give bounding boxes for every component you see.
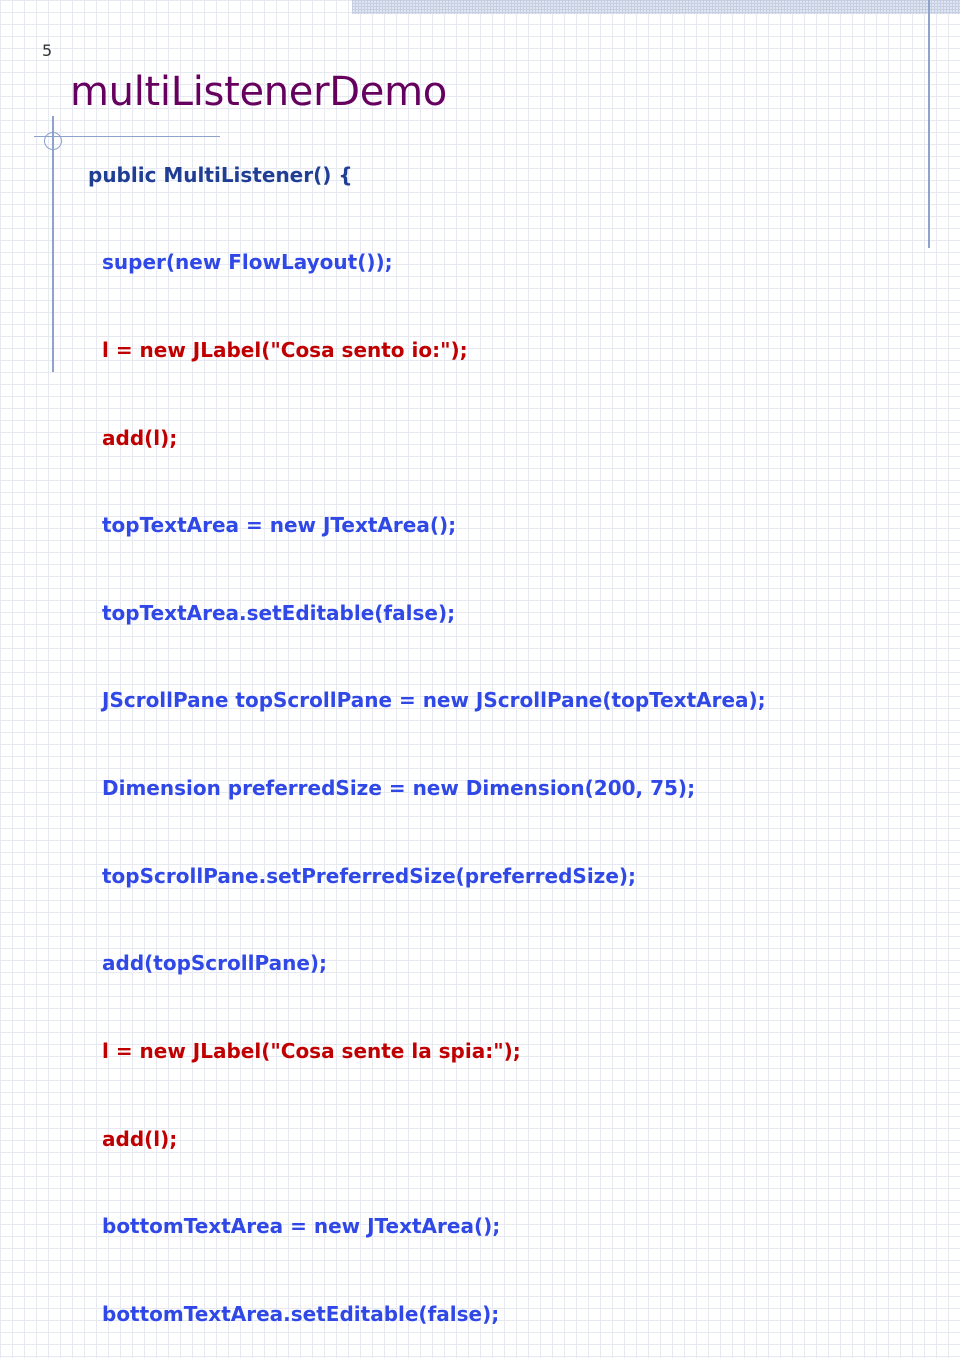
code-line: add(l); [102, 1126, 178, 1151]
corner-circle-ornament [44, 132, 62, 150]
top-decorative-band [352, 0, 960, 14]
code-line: bottomTextArea = new JTextArea(); [102, 1214, 501, 1239]
title-underline [34, 136, 220, 137]
code-block: super(new FlowLayout()); l = new JLabel(… [102, 190, 766, 1358]
code-line: add(l); [102, 425, 178, 450]
code-line: bottomTextArea.setEditable(false); [102, 1301, 500, 1326]
code-line: topTextArea.setEditable(false); [102, 600, 456, 625]
code-line: topScrollPane.setPreferredSize(preferred… [102, 863, 637, 888]
slide-title: multiListenerDemo [70, 69, 447, 115]
code-line: super(new FlowLayout()); [102, 250, 393, 275]
slide-number: 5 [42, 41, 53, 60]
code-intro-line: public MultiListener() { [88, 163, 353, 187]
code-line: Dimension preferredSize = new Dimension(… [102, 776, 696, 801]
code-line: JScrollPane topScrollPane = new JScrollP… [102, 688, 766, 713]
code-line: l = new JLabel("Cosa sento io:"); [102, 338, 468, 363]
code-line: topTextArea = new JTextArea(); [102, 513, 457, 538]
code-line: l = new JLabel("Cosa sente la spia:"); [102, 1038, 521, 1063]
right-accent-line [928, 0, 930, 248]
left-accent-line [52, 116, 54, 372]
code-line: add(topScrollPane); [102, 951, 328, 976]
